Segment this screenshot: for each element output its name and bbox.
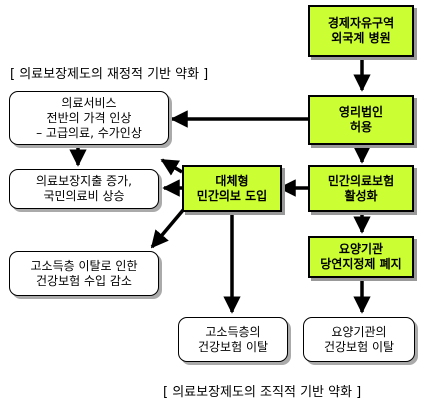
node-provider-exit: 요양기관의 건강보험 이탈 [303, 317, 415, 362]
node-free-economic-zone: 경제자유구역 외국계 병원 [308, 5, 414, 57]
node-for-profit-corporation: 영리법인 허용 [308, 95, 414, 145]
caption-fiscal-weakening: [ 의료보장제도의 재정적 기반 약화 ] [10, 67, 209, 82]
node-high-income-exit: 고소득층의 건강보험 이탈 [178, 317, 288, 362]
node-substitute-insurance: 대체형 민간의보 도입 [182, 165, 282, 212]
node-revenue-decrease: 고소득층 이탈로 인한 건강보험 수입 감소 [9, 251, 159, 296]
arrow-substitute-to-revenue [150, 207, 186, 249]
node-private-insurance: 민간의료보험 활성화 [308, 165, 414, 212]
node-designation-abolition: 요양기관 당연지정제 폐지 [308, 236, 414, 278]
node-expenditure-increase: 의료보장지출 증가, 국민의료비 상승 [9, 169, 159, 209]
arrow-substitute-to-service-price [160, 158, 183, 176]
node-service-price-increase: 의료서비스 전반의 가격 인상 – 고급의료, 수가인상 [9, 91, 169, 145]
caption-organizational-weakening: [ 의료보장제도의 조직적 기반 약화 ] [163, 385, 362, 400]
